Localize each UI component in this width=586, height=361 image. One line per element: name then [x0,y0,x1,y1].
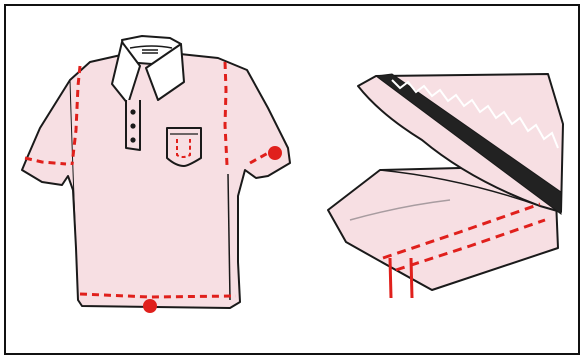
right-shoulder-seam-stitching [225,62,227,165]
button-1 [130,109,135,114]
fabric-fold-icon [328,74,563,298]
sleeve-stitch-dot [268,146,282,160]
stitch-marker-2 [411,258,412,298]
button-3 [130,137,135,142]
hem-stitch-dot [143,299,157,313]
polo-shirt-icon [22,36,290,313]
button-2 [130,123,135,128]
stitch-marker-1 [390,258,391,298]
